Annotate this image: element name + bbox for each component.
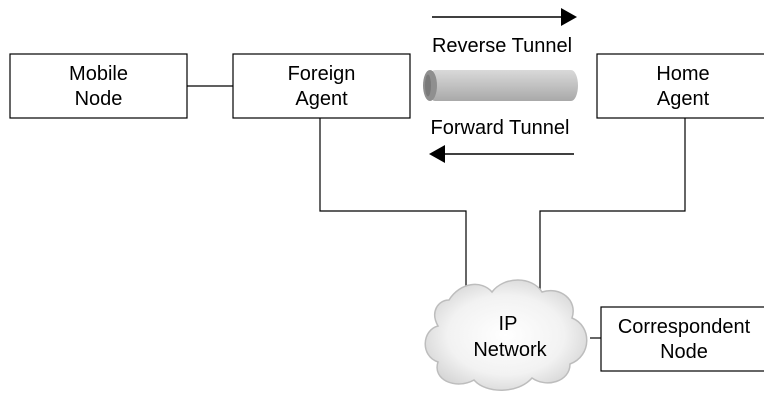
forward-tunnel-arrow-icon [429, 145, 574, 163]
ip-network-cloud-icon: IP Network [424, 279, 588, 391]
reverse-tunnel-arrow-icon [432, 8, 577, 26]
mobile-node: Mobile Node [9, 53, 188, 119]
tunnel-tube-icon [423, 70, 578, 101]
link-home-network [539, 118, 686, 293]
mobile-node-label-2: Node [75, 88, 123, 110]
home-agent-label-2: Agent [657, 88, 710, 110]
correspondent-node-label-2: Node [660, 341, 708, 363]
forward-tunnel-label: Forward Tunnel [431, 117, 570, 139]
foreign-agent-label-2: Agent [295, 88, 348, 110]
ip-network-label-1: IP [499, 313, 518, 335]
ip-network-label-2: Network [473, 339, 547, 361]
correspondent-node: Correspondent Node [600, 306, 764, 372]
foreign-agent: Foreign Agent [232, 53, 411, 119]
link-foreign-network [319, 118, 467, 295]
reverse-tunnel-label: Reverse Tunnel [432, 35, 572, 57]
home-agent-label-1: Home [656, 63, 709, 85]
correspondent-node-label-1: Correspondent [618, 316, 751, 338]
foreign-agent-label-1: Foreign [288, 63, 356, 85]
home-agent: Home Agent [596, 53, 764, 119]
mobile-node-label-1: Mobile [69, 63, 128, 85]
